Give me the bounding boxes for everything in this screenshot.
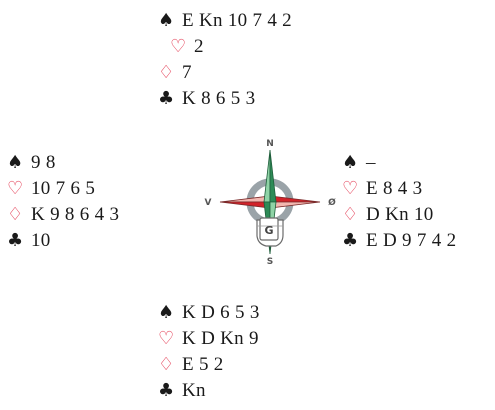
east-diamonds-row: ♢D Kn 10 <box>342 202 456 228</box>
dealer-hand-icon: G <box>257 218 283 246</box>
south-clubs: Kn <box>182 380 206 401</box>
club-icon: ♣ <box>158 86 182 112</box>
south-hearts: K D Kn 9 <box>182 328 259 349</box>
west-clubs-row: ♣10 <box>7 228 119 254</box>
east-clubs-row: ♣E D 9 7 4 2 <box>342 228 456 254</box>
compass-west-label: V <box>205 198 212 208</box>
heart-icon: ♡ <box>342 176 366 202</box>
compass-north-label: N <box>266 139 274 149</box>
spade-icon: ♠ <box>158 300 182 326</box>
club-icon: ♣ <box>158 378 182 404</box>
club-icon: ♣ <box>342 228 366 254</box>
spade-icon: ♠ <box>7 150 31 176</box>
south-hearts-row: ♡K D Kn 9 <box>158 326 260 352</box>
compass-south-label: S <box>267 257 273 266</box>
club-icon: ♣ <box>7 228 31 254</box>
heart-icon: ♡ <box>7 176 31 202</box>
compass-north-pointer <box>264 150 270 202</box>
east-hand: ♠– ♡E 8 4 3 ♢D Kn 10 ♣E D 9 7 4 2 <box>342 150 456 254</box>
west-clubs: 10 <box>31 230 51 251</box>
north-clubs-row: ♣K 8 6 5 3 <box>158 86 292 112</box>
north-hand: ♠E Kn 10 7 4 2 ♡2 ♢7 ♣K 8 6 5 3 <box>158 8 292 112</box>
compass-north-pointer-shade <box>270 150 276 202</box>
north-spades: E Kn 10 7 4 2 <box>182 10 292 31</box>
east-hearts-row: ♡E 8 4 3 <box>342 176 456 202</box>
south-diamonds-row: ♢E 5 2 <box>158 352 260 378</box>
north-diamonds-row: ♢7 <box>158 60 292 86</box>
north-hearts-row: ♡2 <box>158 34 292 60</box>
heart-icon: ♡ <box>170 34 194 60</box>
west-spades-row: ♠9 8 <box>7 150 119 176</box>
west-hearts: 10 7 6 5 <box>31 178 95 199</box>
west-diamonds-row: ♢K 9 8 6 4 3 <box>7 202 119 228</box>
east-hearts: E 8 4 3 <box>366 178 422 199</box>
compass-west-pointer-shade <box>220 202 270 208</box>
south-diamonds: E 5 2 <box>182 354 224 375</box>
dealer-label: G <box>264 224 273 237</box>
diamond-icon: ♢ <box>158 352 182 378</box>
south-clubs-row: ♣Kn <box>158 378 260 404</box>
diamond-icon: ♢ <box>7 202 31 228</box>
south-spades-row: ♠K D 6 5 3 <box>158 300 260 326</box>
compass-west-pointer <box>220 196 270 202</box>
north-hearts: 2 <box>194 36 204 57</box>
diamond-icon: ♢ <box>158 60 182 86</box>
east-diamonds: D Kn 10 <box>366 204 434 225</box>
east-spades-row: ♠– <box>342 150 456 176</box>
heart-icon: ♡ <box>158 326 182 352</box>
diamond-icon: ♢ <box>342 202 366 228</box>
spade-icon: ♠ <box>342 150 366 176</box>
compass-icon: G N S V Ø <box>200 136 340 266</box>
compass-east-pointer-shade <box>270 202 320 208</box>
compass-east-label: Ø <box>328 197 336 208</box>
compass-east-pointer <box>270 196 320 202</box>
east-spades: – <box>366 152 376 173</box>
east-clubs: E D 9 7 4 2 <box>366 230 456 251</box>
south-spades: K D 6 5 3 <box>182 302 260 323</box>
south-hand: ♠K D 6 5 3 ♡K D Kn 9 ♢E 5 2 ♣Kn <box>158 300 260 404</box>
west-hearts-row: ♡10 7 6 5 <box>7 176 119 202</box>
spade-icon: ♠ <box>158 8 182 34</box>
west-spades: 9 8 <box>31 152 56 173</box>
north-spades-row: ♠E Kn 10 7 4 2 <box>158 8 292 34</box>
north-diamonds: 7 <box>182 62 192 83</box>
west-hand: ♠9 8 ♡10 7 6 5 ♢K 9 8 6 4 3 ♣10 <box>7 150 119 254</box>
west-diamonds: K 9 8 6 4 3 <box>31 204 119 225</box>
north-clubs: K 8 6 5 3 <box>182 88 255 109</box>
